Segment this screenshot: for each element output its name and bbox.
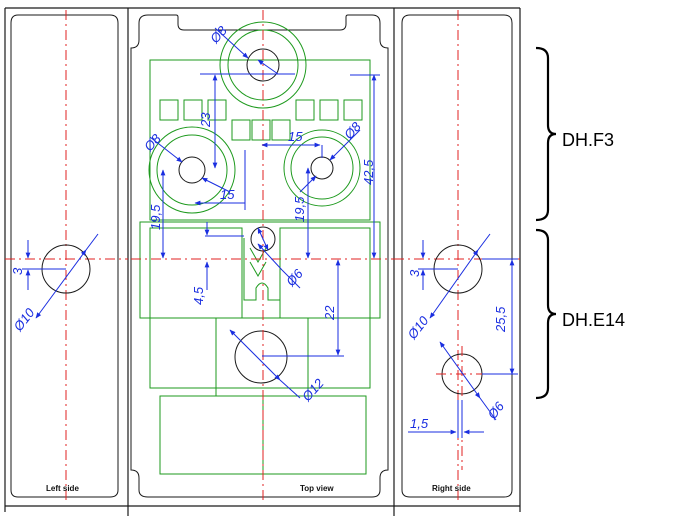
top-dim-15-lower: 15 — [220, 187, 235, 202]
top-dim-23: 23 — [198, 112, 213, 128]
top-dim-d6: Ø6 — [282, 266, 306, 290]
right-dim-d6: Ø6 — [484, 398, 508, 422]
top-dim-19-5-left: 19,5 — [148, 204, 163, 230]
top-dim-22: 22 — [322, 305, 337, 321]
top-view: Ø8 23 Ø8 15 15 Ø8 42,5 19,5 19,5 Ø6 4,5 … — [130, 10, 394, 504]
top-dim-d12: Ø12 — [298, 375, 327, 405]
top-dim-4-5: 4,5 — [191, 286, 206, 305]
right-dim-d10: Ø10 — [404, 313, 432, 343]
top-dim-15-upper: 15 — [288, 129, 303, 144]
top-view-caption: Top view — [300, 484, 334, 493]
right-side-view: 3 Ø10 25,5 Ø6 1,5 Right side — [394, 10, 520, 504]
label-dh-e14: DH.E14 — [562, 310, 625, 330]
right-dim-3: 3 — [407, 269, 422, 277]
top-dim-d8-right: Ø8 — [340, 119, 364, 143]
left-dim-3: 3 — [10, 267, 25, 275]
right-dim-25-5: 25,5 — [493, 306, 508, 333]
top-dim-d8-left: Ø8 — [140, 131, 164, 155]
right-dim-1-5: 1,5 — [410, 416, 429, 431]
left-side-view: 3 Ø10 Left side — [5, 10, 128, 504]
lower-brace — [535, 228, 557, 400]
right-side-caption: Right side — [432, 484, 471, 493]
left-dim-d10: Ø10 — [10, 305, 38, 335]
drawing-frame — [4, 7, 521, 516]
top-dim-d8-top: Ø8 — [206, 23, 230, 47]
top-dim-19-5-right: 19,5 — [292, 196, 307, 222]
top-dim-42-5: 42,5 — [361, 159, 376, 185]
label-dh-f3: DH.F3 — [562, 130, 614, 150]
upper-brace — [535, 46, 557, 222]
left-side-caption: Left side — [46, 484, 79, 493]
